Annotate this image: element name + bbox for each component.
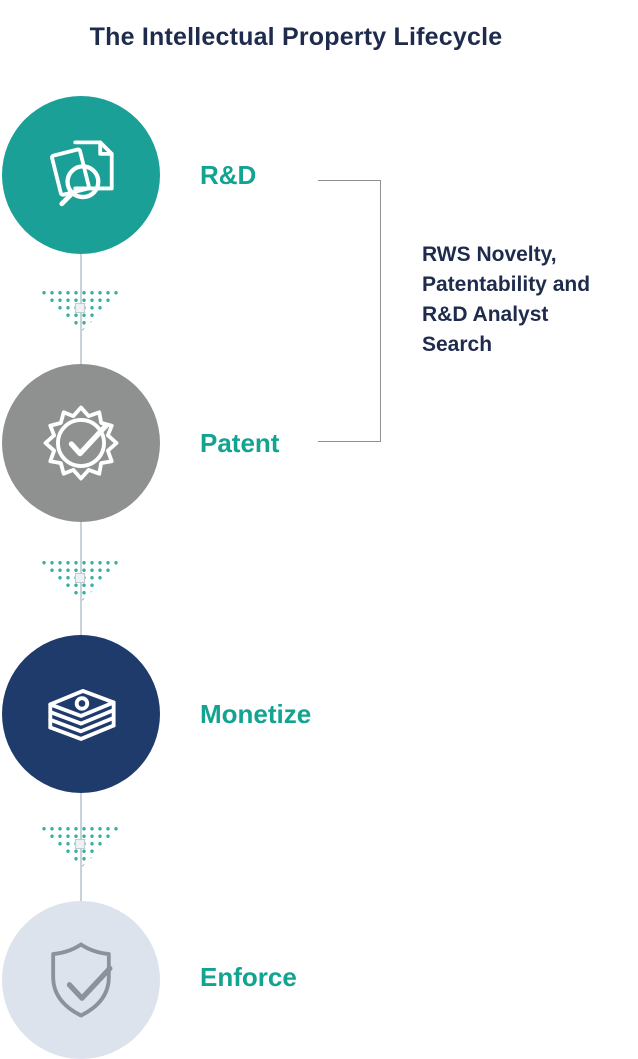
annotation-line: Search bbox=[422, 333, 493, 356]
page-title: The Intellectual Property Lifecycle bbox=[89, 22, 503, 51]
stage-label-patent: Patent bbox=[200, 428, 280, 458]
stage-label-rnd: R&D bbox=[200, 160, 257, 190]
annotation-line: R&D Analyst bbox=[422, 303, 549, 326]
arrow-center-square-1 bbox=[75, 303, 85, 313]
stage-circle-patent bbox=[2, 364, 160, 522]
annotation-line: Patentability and bbox=[422, 273, 591, 296]
stage-circle-enforce bbox=[2, 901, 160, 1059]
timeline-connector-line bbox=[80, 175, 82, 1058]
stage-circle-monetize bbox=[2, 635, 160, 793]
documents-magnifier-icon bbox=[50, 140, 114, 207]
shield-check-icon bbox=[51, 942, 113, 1018]
stage-label-monetize: Monetize bbox=[200, 699, 312, 729]
annotation-text: RWS Novelty, Patentability and R&D Analy… bbox=[422, 240, 632, 360]
annotation-line: RWS Novelty, bbox=[422, 243, 557, 266]
arrow-center-square-2 bbox=[75, 573, 85, 583]
arrow-center-square-3 bbox=[75, 839, 85, 849]
rnd-patent-bracket bbox=[318, 180, 381, 442]
stage-label-enforce: Enforce bbox=[200, 962, 297, 992]
award-seal-check-icon bbox=[43, 405, 119, 481]
stage-circle-rnd bbox=[2, 96, 160, 254]
money-stack-icon bbox=[48, 689, 116, 741]
